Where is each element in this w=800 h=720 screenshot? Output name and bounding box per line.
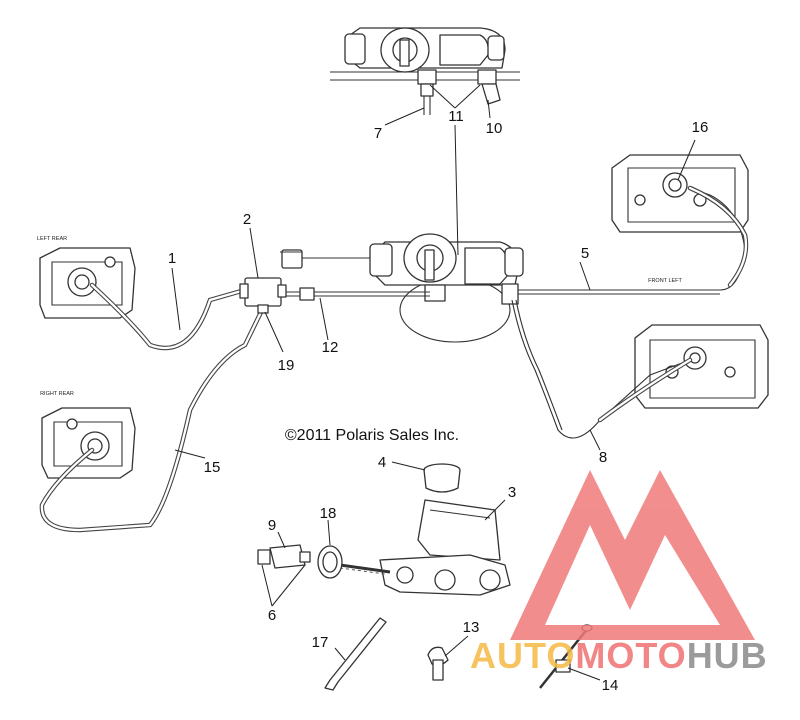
brake-lines <box>39 185 749 533</box>
callout-16: 16 <box>692 119 709 136</box>
callout-leaders <box>171 84 696 681</box>
callout-10: 10 <box>486 120 503 137</box>
callout-19: 19 <box>278 357 295 374</box>
callout-14: 14 <box>602 677 619 694</box>
top-master-cylinder-assembly <box>330 27 520 115</box>
brake-tee-block <box>244 277 282 307</box>
watermark-auto: AUTO <box>470 635 575 676</box>
callout-18: 18 <box>320 505 337 522</box>
callout-1: 1 <box>168 250 176 267</box>
callout-11: 11 <box>448 108 464 125</box>
callout-17: 17 <box>312 634 329 651</box>
callout-numbers: 1 2 3 4 5 6 7 8 9 10 11 12 13 14 15 16 1… <box>168 108 709 694</box>
watermark-moto: MOTO <box>575 635 686 676</box>
automotohub-watermark: AUTOMOTOHUB <box>470 470 768 676</box>
right-rear-caliper: RIGHT REAR <box>40 391 136 479</box>
callout-12: 12 <box>322 339 339 356</box>
callout-2: 2 <box>243 211 251 228</box>
svg-text:AUTOMOTOHUB: AUTOMOTOHUB <box>470 635 768 676</box>
watermark-logo-icon <box>510 470 755 640</box>
callout-5: 5 <box>581 245 589 262</box>
exploded-master-cylinder <box>257 463 593 691</box>
left-rear-label: LEFT REAR <box>37 236 67 242</box>
callout-13: 13 <box>463 619 480 636</box>
callout-7: 7 <box>374 125 382 142</box>
callout-9: 9 <box>268 517 276 534</box>
callout-4: 4 <box>378 454 386 471</box>
front-left-label: FRONT LEFT <box>648 278 682 284</box>
front-right-caliper <box>634 324 769 409</box>
left-rear-caliper: LEFT REAR <box>37 236 136 319</box>
front-left-caliper <box>611 154 749 233</box>
callout-8: 8 <box>599 449 607 466</box>
watermark-hub: HUB <box>687 635 768 676</box>
callout-3: 3 <box>508 484 516 501</box>
right-rear-label: RIGHT REAR <box>40 391 74 397</box>
copyright-text: ©2011 Polaris Sales Inc. <box>285 427 459 444</box>
callout-6: 6 <box>268 607 276 624</box>
center-master-cylinder-assembly <box>280 233 524 343</box>
callout-15: 15 <box>204 459 221 476</box>
